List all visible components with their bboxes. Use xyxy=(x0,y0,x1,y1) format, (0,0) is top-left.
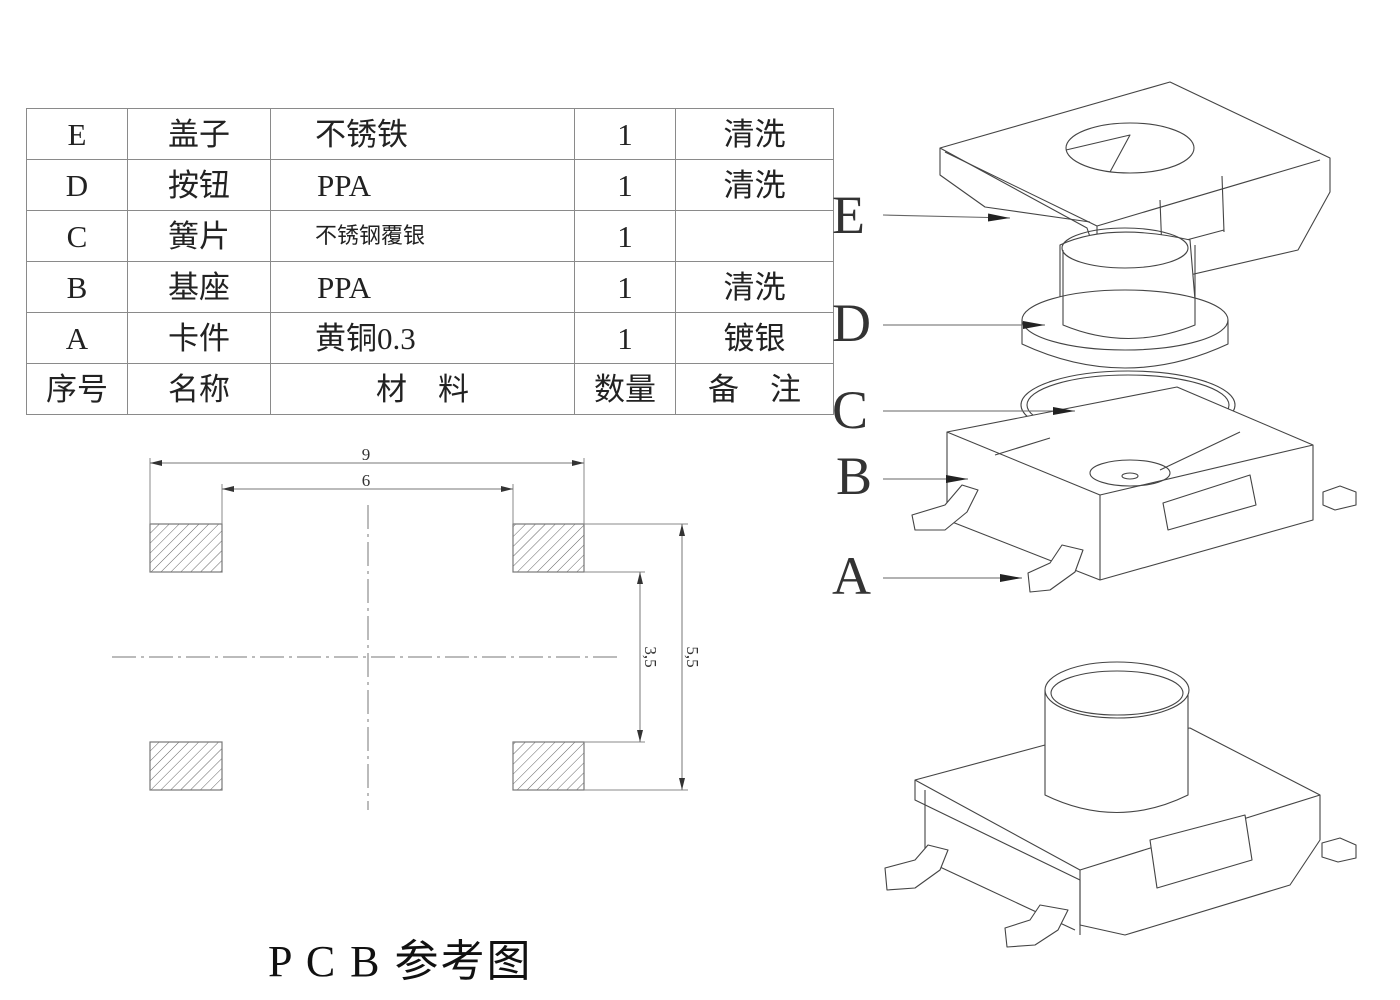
note-cell xyxy=(675,210,834,262)
part-a-terminals xyxy=(911,484,1357,593)
material-cell: 黄铜0.3 xyxy=(270,312,575,364)
note-cell: 镀银 xyxy=(675,312,834,364)
quantity-cell: 1 xyxy=(574,210,676,262)
note-cell: 清洗 xyxy=(675,159,834,211)
dim-label-outer-height: 5,5 xyxy=(683,646,702,667)
pad-bottom-left xyxy=(149,741,223,791)
callout-leader-e xyxy=(882,213,1011,222)
part-id-cell: B xyxy=(26,261,128,313)
pad-top-right xyxy=(512,523,585,573)
callout-label-c: C xyxy=(832,380,868,440)
part-id-cell: E xyxy=(26,108,128,160)
material-cell: 不锈钢覆银 xyxy=(270,210,575,262)
callout-label-d: D xyxy=(832,293,871,353)
part-d-button xyxy=(1021,227,1229,369)
bom-header-row: 序号名称材 料数量备 注 xyxy=(26,363,834,415)
quantity-cell: 1 xyxy=(574,108,676,160)
pad-top-left xyxy=(149,523,223,573)
part-id-cell: D xyxy=(26,159,128,211)
column-header: 备 注 xyxy=(675,363,834,415)
column-header: 数量 xyxy=(574,363,676,415)
callout-label-e: E xyxy=(832,185,865,245)
part-id-cell: C xyxy=(26,210,128,262)
pcb-reference-title: P C B 参考图 xyxy=(268,937,533,986)
dim-label-outer-width: 9 xyxy=(362,445,371,464)
note-cell: 清洗 xyxy=(675,261,834,313)
material-cell: PPA xyxy=(270,159,575,211)
column-header: 名称 xyxy=(127,363,271,415)
column-header: 序号 xyxy=(26,363,128,415)
quantity-cell: 1 xyxy=(574,159,676,211)
part-name-cell: 盖子 xyxy=(127,108,271,160)
callout-label-a: A xyxy=(832,546,871,606)
dim-label-inner-width: 6 xyxy=(362,471,371,490)
part-e-cover xyxy=(939,81,1331,291)
callout-label-b: B xyxy=(836,446,872,506)
part-b-base xyxy=(946,386,1314,581)
dim-label-inner-height: 3,5 xyxy=(641,646,660,667)
assembled-switch xyxy=(884,661,1357,948)
pad-bottom-right xyxy=(512,741,585,791)
note-cell: 清洗 xyxy=(675,108,834,160)
column-header: 材 料 xyxy=(270,363,575,415)
